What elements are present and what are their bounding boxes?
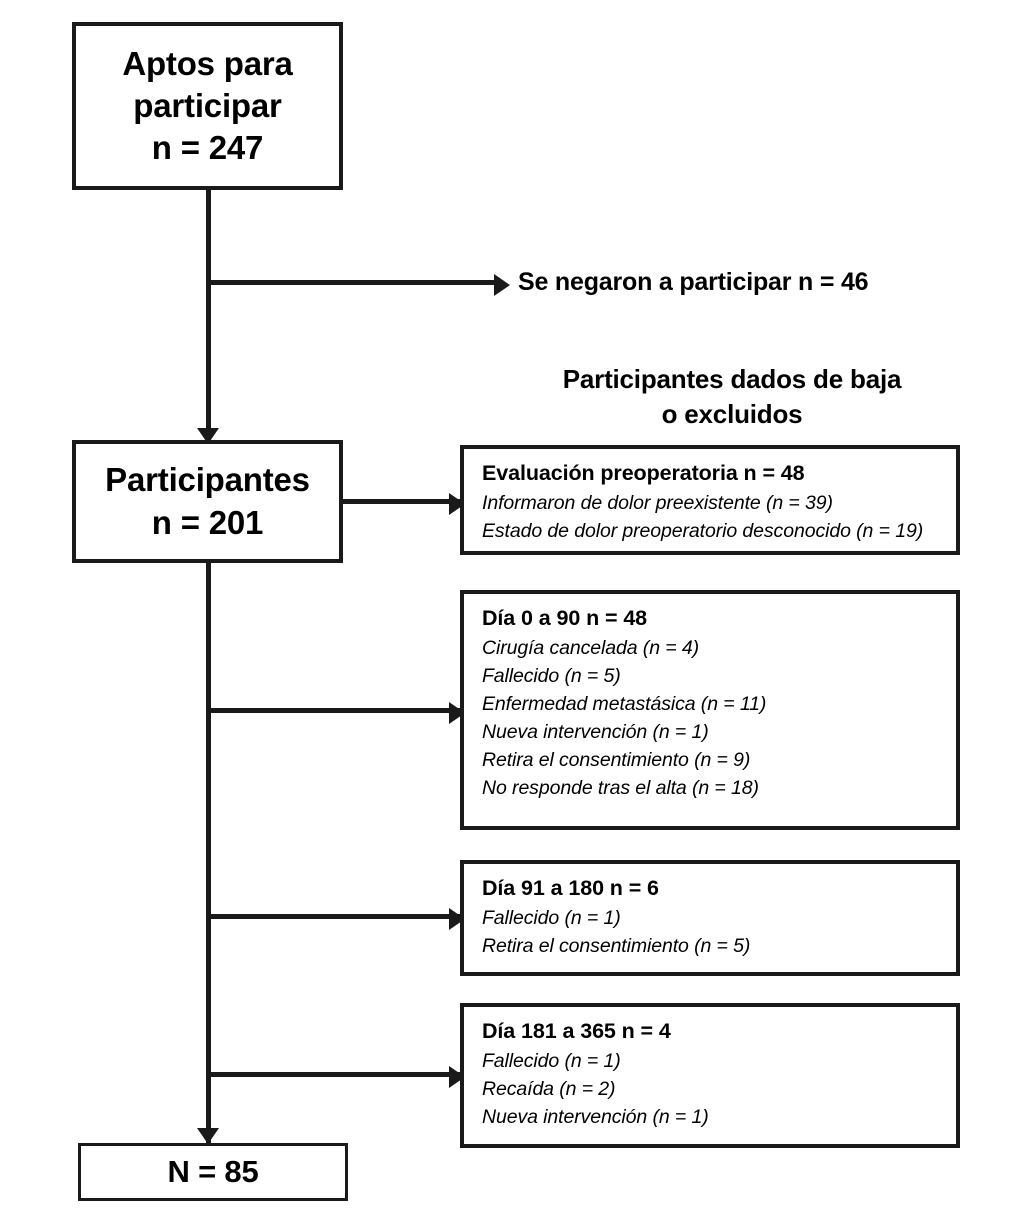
label-refused: Se negaron a participar n = 46 [518, 268, 869, 296]
exclusion-box-day0-90-item-3: Enfermedad metastásica (n = 11) [482, 692, 767, 715]
exclusion-box-day181-365-item-1: Fallecido (n = 1) [482, 1049, 621, 1072]
exclusions-title-line-1: Participantes dados de baja [562, 364, 902, 394]
exclusion-box-day91-180-item-2: Retira el consentimiento (n = 5) [482, 934, 751, 957]
node-participants-line-2: n = 201 [151, 503, 264, 541]
exclusion-box-day181-365-item-2: Recaída (n = 2) [482, 1077, 616, 1100]
node-eligible: Aptos para participar n = 247 [72, 22, 343, 190]
node-eligible-line-3: n = 247 [151, 129, 264, 167]
node-final-line-1: N = 85 [167, 1154, 259, 1190]
node-eligible-line-1: Aptos para [122, 44, 293, 82]
exclusion-box-day0-90-header: Día 0 a 90 n = 48 [482, 606, 648, 630]
exclusion-box-day0-90-item-1: Cirugía cancelada (n = 4) [482, 636, 699, 659]
exclusion-box-day181-365-header: Día 181 a 365 n = 4 [482, 1019, 671, 1043]
arrowhead-refused [494, 274, 510, 296]
exclusion-box-day91-180-item-1: Fallecido (n = 1) [482, 906, 621, 929]
exclusion-box-day181-365: Día 181 a 365 n = 4 Fallecido (n = 1) Re… [460, 1003, 960, 1148]
connector-day181-365 [206, 1072, 460, 1077]
exclusion-box-preop-item-1: Informaron de dolor preexistente (n = 39… [482, 491, 833, 514]
connector-participants-to-final [206, 563, 211, 1153]
exclusion-box-day0-90-item-5: Retira el consentimiento (n = 9) [482, 748, 751, 771]
exclusion-box-day0-90-item-4: Nueva intervención (n = 1) [482, 720, 709, 743]
exclusions-title: Participantes dados de baja o excluidos [532, 362, 932, 431]
exclusion-box-preop-header: Evaluación preoperatoria n = 48 [482, 461, 805, 485]
exclusion-box-day91-180-header: Día 91 a 180 n = 6 [482, 876, 659, 900]
exclusions-title-line-2: o excluidos [661, 398, 803, 429]
exclusion-box-day0-90: Día 0 a 90 n = 48 Cirugía cancelada (n =… [460, 590, 960, 830]
exclusion-box-day0-90-item-2: Fallecido (n = 5) [482, 664, 621, 687]
connector-day0-90 [206, 708, 460, 713]
exclusion-box-day91-180: Día 91 a 180 n = 6 Fallecido (n = 1) Ret… [460, 860, 960, 976]
connector-day91-180 [206, 914, 460, 919]
connector-preop [341, 499, 460, 504]
node-participants-line-1: Participantes [105, 461, 310, 499]
connector-refused [206, 280, 498, 285]
node-participants: Participantes n = 201 [72, 440, 343, 563]
exclusion-box-preop-item-2: Estado de dolor preoperatorio desconocid… [482, 519, 924, 542]
node-final: N = 85 [78, 1143, 348, 1201]
exclusion-box-preop: Evaluación preoperatoria n = 48 Informar… [460, 445, 960, 555]
exclusion-box-day181-365-item-3: Nueva intervención (n = 1) [482, 1105, 709, 1128]
node-eligible-line-2: participar [133, 86, 282, 124]
exclusion-box-day0-90-item-6: No responde tras el alta (n = 18) [482, 776, 759, 799]
arrowhead-into-final [197, 1128, 219, 1144]
connector-eligible-to-participants [206, 190, 211, 440]
